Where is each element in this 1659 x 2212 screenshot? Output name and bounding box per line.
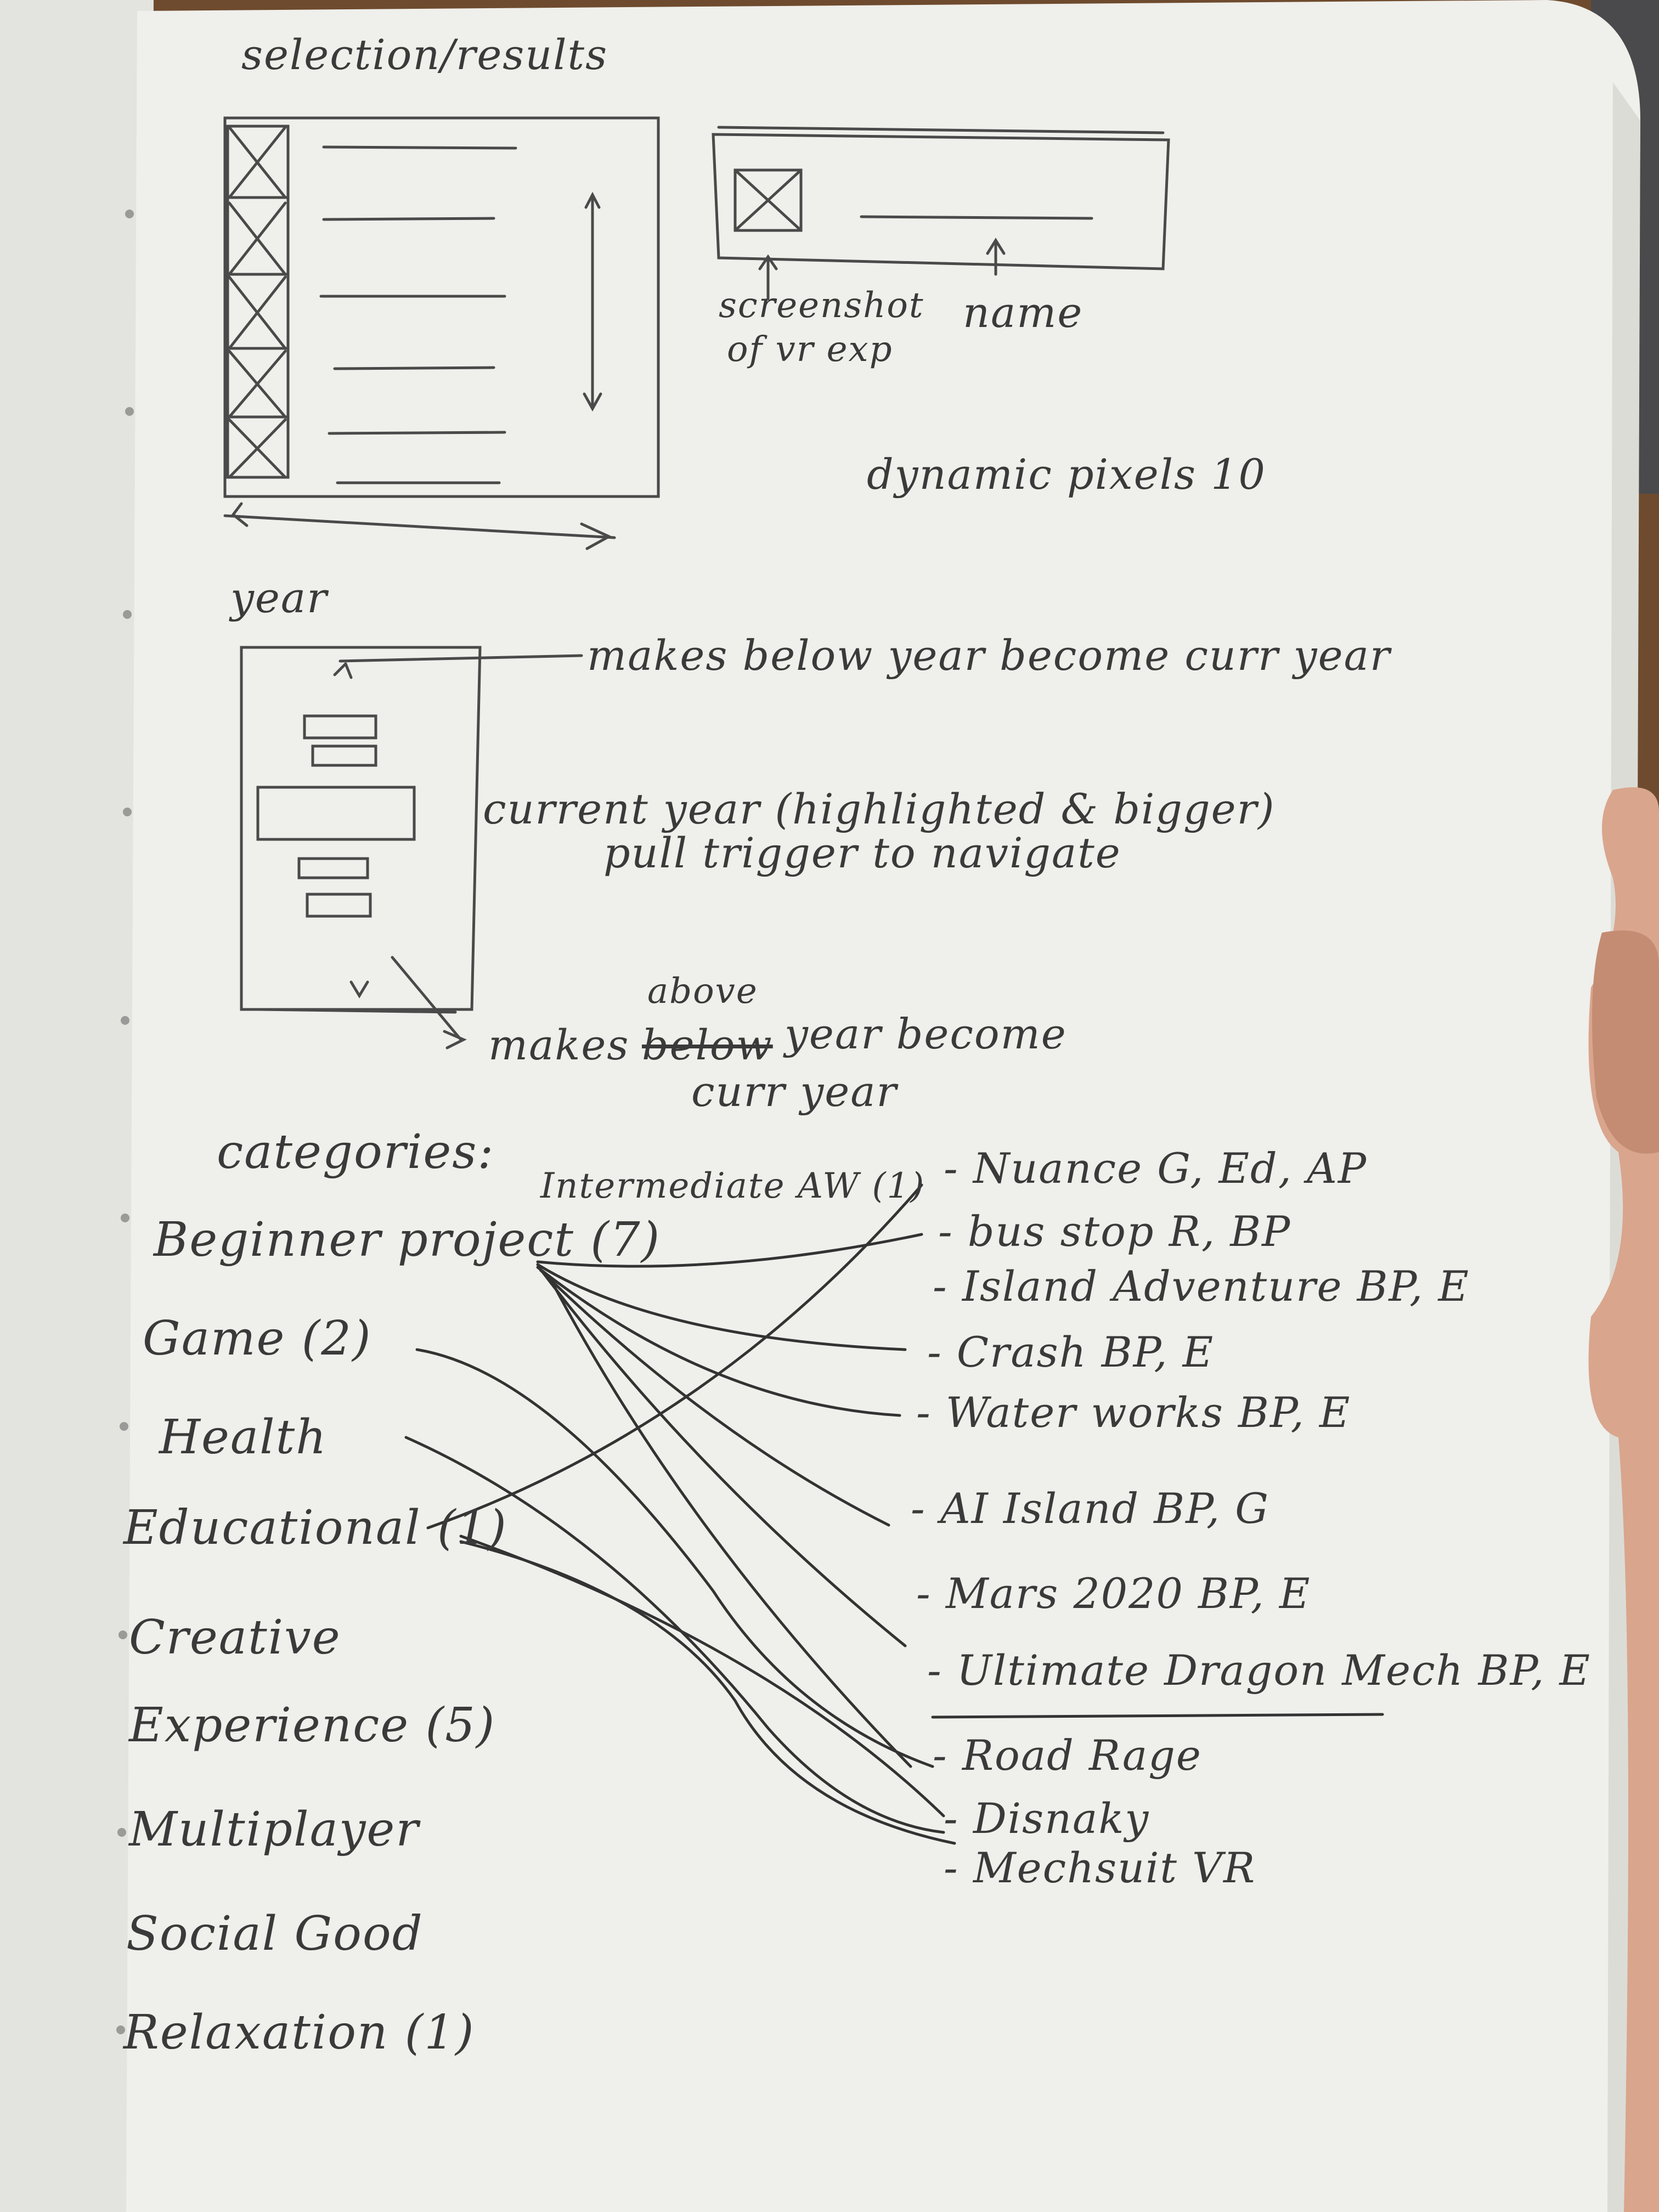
category-item: Multiplayer <box>129 1802 420 1857</box>
category-item: Beginner project (7) <box>154 1212 661 1267</box>
annotation-screenshot-2: of vr exp <box>727 329 893 370</box>
year-down-note-suffix-2: curr year <box>691 1067 898 1116</box>
category-item: Relaxation (1) <box>123 2005 475 2060</box>
experience-item: - Mechsuit VR <box>944 1843 1256 1892</box>
category-item: Experience (5) <box>129 1698 496 1753</box>
experience-item: - bus stop R, BP <box>938 1207 1291 1256</box>
experience-item: - Road Rage <box>933 1731 1202 1780</box>
year-current-note-2: pull trigger to navigate <box>603 828 1121 877</box>
experience-item: - Water works BP, E <box>916 1388 1351 1437</box>
year-label: year <box>230 573 328 622</box>
sketch-title: selection/results <box>241 30 608 79</box>
category-item: Social Good <box>126 1906 424 1961</box>
year-down-note-struck: below <box>642 1020 773 1069</box>
experience-item: - AI Island BP, G <box>911 1484 1269 1533</box>
category-extra: Intermediate AW (1) <box>540 1166 926 1206</box>
year-down-note-prefix: makes <box>488 1020 630 1069</box>
category-item: Creative <box>129 1610 341 1665</box>
experience-item: - Nuance G, Ed, AP <box>944 1144 1368 1193</box>
year-down-note-suffix: year become <box>785 1009 1067 1058</box>
year-up-note: makes below year become curr year <box>587 631 1391 680</box>
annotation-name: name <box>963 288 1084 337</box>
category-item: Educational (1) <box>123 1500 507 1555</box>
year-current-note: current year (highlighted & bigger) <box>483 785 1276 833</box>
experience-item: - Ultimate Dragon Mech BP, E <box>927 1646 1592 1695</box>
annotation-screenshot: screenshot <box>719 285 924 326</box>
categories-heading: categories: <box>217 1125 495 1180</box>
category-item: Game (2) <box>143 1311 372 1366</box>
experience-item: - Crash BP, E <box>927 1328 1215 1376</box>
experience-item: - Island Adventure BP, E <box>933 1262 1470 1311</box>
experience-item: - Disnaky <box>944 1794 1150 1843</box>
category-item: Health <box>159 1410 328 1465</box>
year-down-note-inserted: above <box>647 971 758 1012</box>
note-dynamic-pixels: dynamic pixels 10 <box>867 450 1266 499</box>
experience-item: - Mars 2020 BP, E <box>916 1569 1311 1618</box>
